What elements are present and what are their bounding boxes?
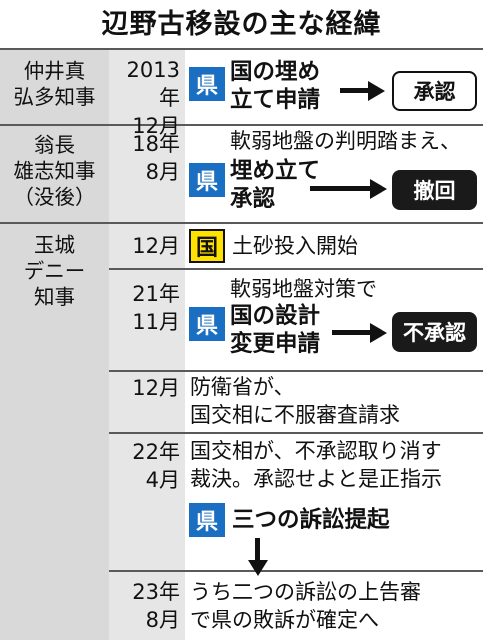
divider [0,222,483,224]
page-title: 辺野古移設の主な経緯 [101,9,382,40]
event-text: 埋め立て 承認 [230,157,320,213]
prefecture-badge: 県 [189,503,225,537]
event-line: 防衛省が、 [190,375,295,399]
governor-name-line: 雄志知事 [13,159,96,183]
event-line: 国交相に不服審査請求 [190,403,400,427]
event-month: 8月 [145,608,180,632]
governor-onaga: 翁長 雄志知事 （没後） [0,132,109,210]
event-line: で県の敗訴が確定へ [190,608,379,632]
right-arrow-head [368,81,385,101]
prefecture-badge: 県 [189,307,225,341]
event-text: 防衛省が、 国交相に不服審査請求 [190,373,400,429]
event-year: 18年 [132,132,180,156]
event-date: 21年 11月 [109,280,185,336]
governor-name-line: （没後） [13,185,96,209]
event-line: 裁決。承認せよと是正指示 [190,467,442,491]
event-date: 23年 8月 [109,578,185,634]
event-month: 12月 [132,114,180,138]
divider [109,268,483,270]
right-arrow [332,330,372,335]
governor-nakaima: 仲井真 弘多知事 [0,58,109,110]
event-year: 23年 [132,580,180,604]
nation-badge: 国 [189,229,225,263]
governor-name-line: デニー [23,259,86,283]
event-text: 国の埋め 立て申請 [230,58,320,114]
governor-name-line: 翁長 [34,133,75,157]
event-month: 12月 [132,376,180,400]
divider [109,570,483,572]
event-note: 軟弱地盤の判明踏まえ、 [230,129,461,153]
event-text: 土砂投入開始 [232,234,358,258]
event-line: 国の設計 [230,303,321,329]
event-year: 22年 [132,440,180,464]
date-column [109,48,185,640]
event-month: 12月 [132,234,180,258]
divider [0,48,483,50]
right-arrow-head [370,179,387,199]
event-line: 立て申請 [230,87,321,113]
event-line: うち二つの訴訟の上告審 [190,580,421,604]
event-year: 2013年 [126,58,180,110]
right-arrow [310,186,372,191]
prefecture-badge: 県 [189,163,225,197]
governor-column [0,48,109,640]
event-text: 国交相が、不承認取り消す 裁決。承認せよと是正指示 [190,437,442,493]
event-date: 2013年 12月 [109,56,185,140]
event-line: 承認 [230,186,276,212]
event-text: 国の設計 変更申請 [230,302,320,358]
event-date: 12月 [109,232,185,260]
down-arrow [255,538,260,562]
governor-name-line: 知事 [34,285,75,309]
event-note: 軟弱地盤対策で [230,277,377,301]
event-date: 12月 [109,374,185,402]
governor-name-line: 仲井真 [23,59,86,83]
right-arrow-head [370,323,387,343]
divider [109,432,483,434]
result-approval: 承認 [392,71,477,111]
result-withdrawal: 撤回 [392,170,477,210]
right-arrow [340,88,370,93]
event-date: 22年 4月 [109,438,185,494]
event-line: 国の埋め [230,59,321,85]
event-action: 三つの訴訟提起 [232,507,390,533]
divider [109,370,483,372]
governor-tamaki: 玉城 デニー 知事 [0,232,109,310]
event-month: 11月 [132,310,180,334]
result-disapproval: 不承認 [392,312,477,352]
event-line: 国交相が、不承認取り消す [190,439,442,463]
event-line: 埋め立て [230,158,321,184]
divider [0,124,483,126]
prefecture-badge: 県 [189,67,225,101]
event-year: 21年 [132,282,180,306]
event-line: 変更申請 [230,331,321,357]
event-month: 4月 [145,468,180,492]
event-text: うち二つの訴訟の上告審 で県の敗訴が確定へ [190,578,421,634]
down-arrow-head [248,560,268,576]
governor-name-line: 玉城 [34,233,75,257]
governor-name-line: 弘多知事 [13,85,96,109]
event-month: 8月 [145,160,180,184]
event-date: 18年 8月 [109,130,185,186]
